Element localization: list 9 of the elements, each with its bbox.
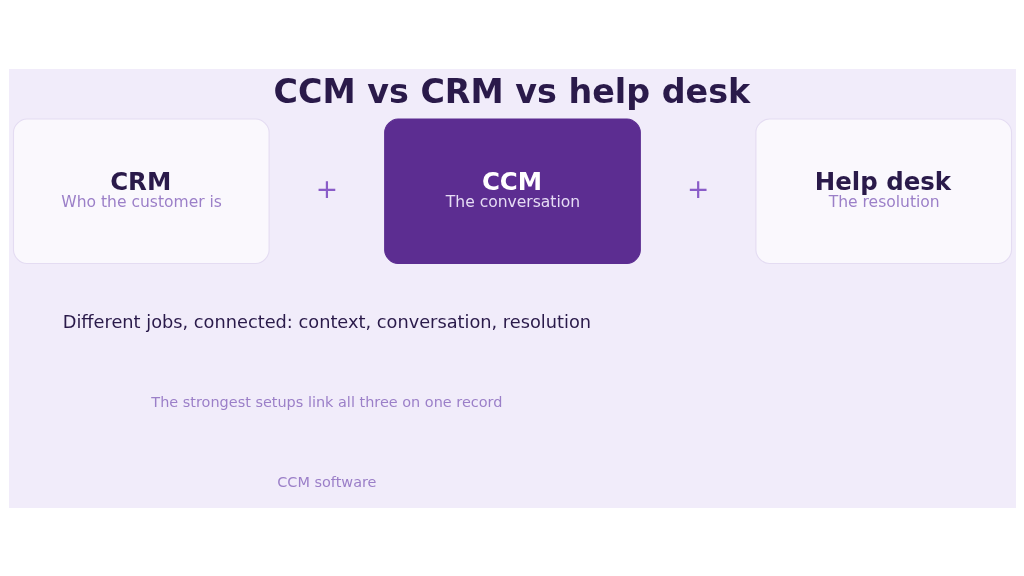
node-box: CRM Who the customer is: [12, 117, 270, 264]
label: +: [686, 172, 709, 204]
label: +: [315, 172, 338, 204]
label: The strongest setups link all three on one record: [150, 393, 502, 410]
label: Different jobs, connected: context, conversation, resolution: [62, 310, 591, 332]
diagram-title: CCM vs CRM vs help desk: [273, 71, 750, 111]
node-box: CCM The conversation: [383, 117, 641, 264]
label: CCM software: [276, 473, 377, 490]
node-box: Help desk The resolution: [754, 117, 1012, 264]
